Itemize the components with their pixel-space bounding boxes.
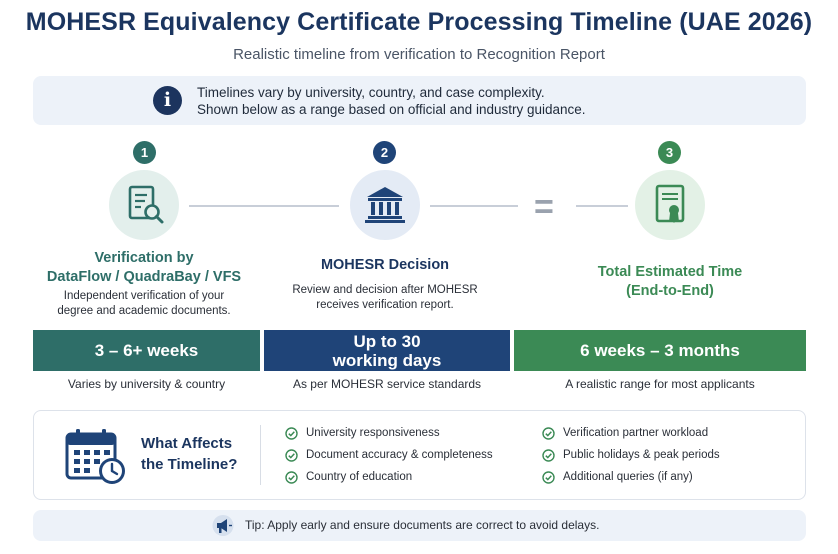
- step-2-note: As per MOHESR service standards: [292, 377, 482, 391]
- factors-title-line-2: the Timeline?: [141, 456, 238, 473]
- page-subtitle: Realistic timeline from verification to …: [233, 46, 605, 63]
- step-2-duration-bar: Up to 30 working days: [264, 330, 510, 371]
- connector-equals-3: [576, 205, 628, 207]
- step-2-desc-line-2: receives verification report.: [316, 299, 454, 311]
- connector-1-2: [189, 205, 339, 207]
- check-circle-icon: [285, 470, 298, 484]
- info-line-1: Timelines vary by university, country, a…: [197, 85, 545, 100]
- factor-label: Document accuracy & completeness: [306, 449, 493, 461]
- factor-label: Country of education: [306, 471, 413, 483]
- step-3-title-line-2: (End-to-End): [626, 283, 714, 299]
- step-3-title: Total Estimated Time (End-to-End): [560, 263, 780, 301]
- step-2-duration-line-1: Up to 30: [353, 331, 421, 351]
- step-3-number: 3: [658, 141, 681, 164]
- step-3-title-line-1: Total Estimated Time: [597, 264, 743, 280]
- step-1-duration-bar: 3 – 6+ weeks: [33, 330, 260, 371]
- check-circle-icon: [285, 448, 298, 462]
- step-2-title: MOHESR Decision: [280, 256, 490, 275]
- government-building-icon: [350, 170, 420, 240]
- equals-sign: =: [534, 188, 554, 226]
- megaphone-icon: [211, 515, 235, 541]
- step-3-duration-bar: 6 weeks – 3 months: [514, 330, 806, 371]
- factor-label: Additional queries (if any): [563, 471, 693, 483]
- connector-2-equals: [430, 205, 518, 207]
- step-1-title-line-1: Verification by: [94, 250, 194, 266]
- certificate-icon: [635, 170, 705, 240]
- check-circle-icon: [285, 426, 298, 440]
- factor-label: Verification partner workload: [563, 427, 709, 439]
- factor-label: Public holidays & peak periods: [563, 449, 720, 461]
- info-banner: i Timelines vary by university, country,…: [33, 76, 806, 125]
- step-1-note: Varies by university & country: [67, 377, 226, 391]
- factors-title-line-1: What Affects: [141, 435, 233, 452]
- check-circle-icon: [542, 426, 555, 440]
- step-1-number: 1: [133, 141, 156, 164]
- step-1-description: Independent verification of your degree …: [38, 289, 250, 319]
- check-circle-icon: [542, 448, 555, 462]
- step-2-duration-line-2: working days: [332, 350, 442, 370]
- factor-item: Document accuracy & completeness: [285, 447, 493, 463]
- factors-title: What Affects the Timeline?: [141, 433, 237, 475]
- factor-item: University responsiveness: [285, 425, 440, 441]
- step-1-title: Verification by DataFlow / QuadraBay / V…: [38, 249, 250, 287]
- factor-item: Public holidays & peak periods: [542, 447, 720, 463]
- step-2-desc-line-1: Review and decision after MOHESR: [292, 284, 478, 296]
- step-2-description: Review and decision after MOHESR receive…: [275, 283, 495, 313]
- step-2-title-line-1: MOHESR Decision: [320, 257, 450, 273]
- factor-item: Country of education: [285, 469, 412, 485]
- info-line-2: Shown below as a range based on official…: [197, 102, 586, 117]
- factors-divider: [260, 425, 261, 485]
- check-circle-icon: [542, 470, 555, 484]
- factor-item: Verification partner workload: [542, 425, 708, 441]
- step-1-title-line-2: DataFlow / QuadraBay / VFS: [46, 269, 242, 285]
- factors-panel: What Affects the Timeline? University re…: [33, 410, 806, 500]
- step-1-desc-line-1: Independent verification of your: [63, 290, 225, 302]
- step-2-number: 2: [373, 141, 396, 164]
- info-text: Timelines vary by university, country, a…: [197, 84, 586, 118]
- factor-item: Additional queries (if any): [542, 469, 693, 485]
- step-1-desc-line-2: degree and academic documents.: [57, 305, 231, 317]
- document-search-icon: [109, 170, 179, 240]
- info-icon: i: [153, 86, 182, 115]
- calendar-clock-icon: [65, 428, 129, 491]
- step-3-note: A realistic range for most applicants: [565, 377, 755, 391]
- page-title: MOHESR Equivalency Certificate Processin…: [25, 8, 813, 36]
- tip-banner: Tip: Apply early and ensure documents ar…: [33, 510, 806, 541]
- tip-text: Tip: Apply early and ensure documents ar…: [245, 518, 600, 532]
- factor-label: University responsiveness: [306, 427, 440, 439]
